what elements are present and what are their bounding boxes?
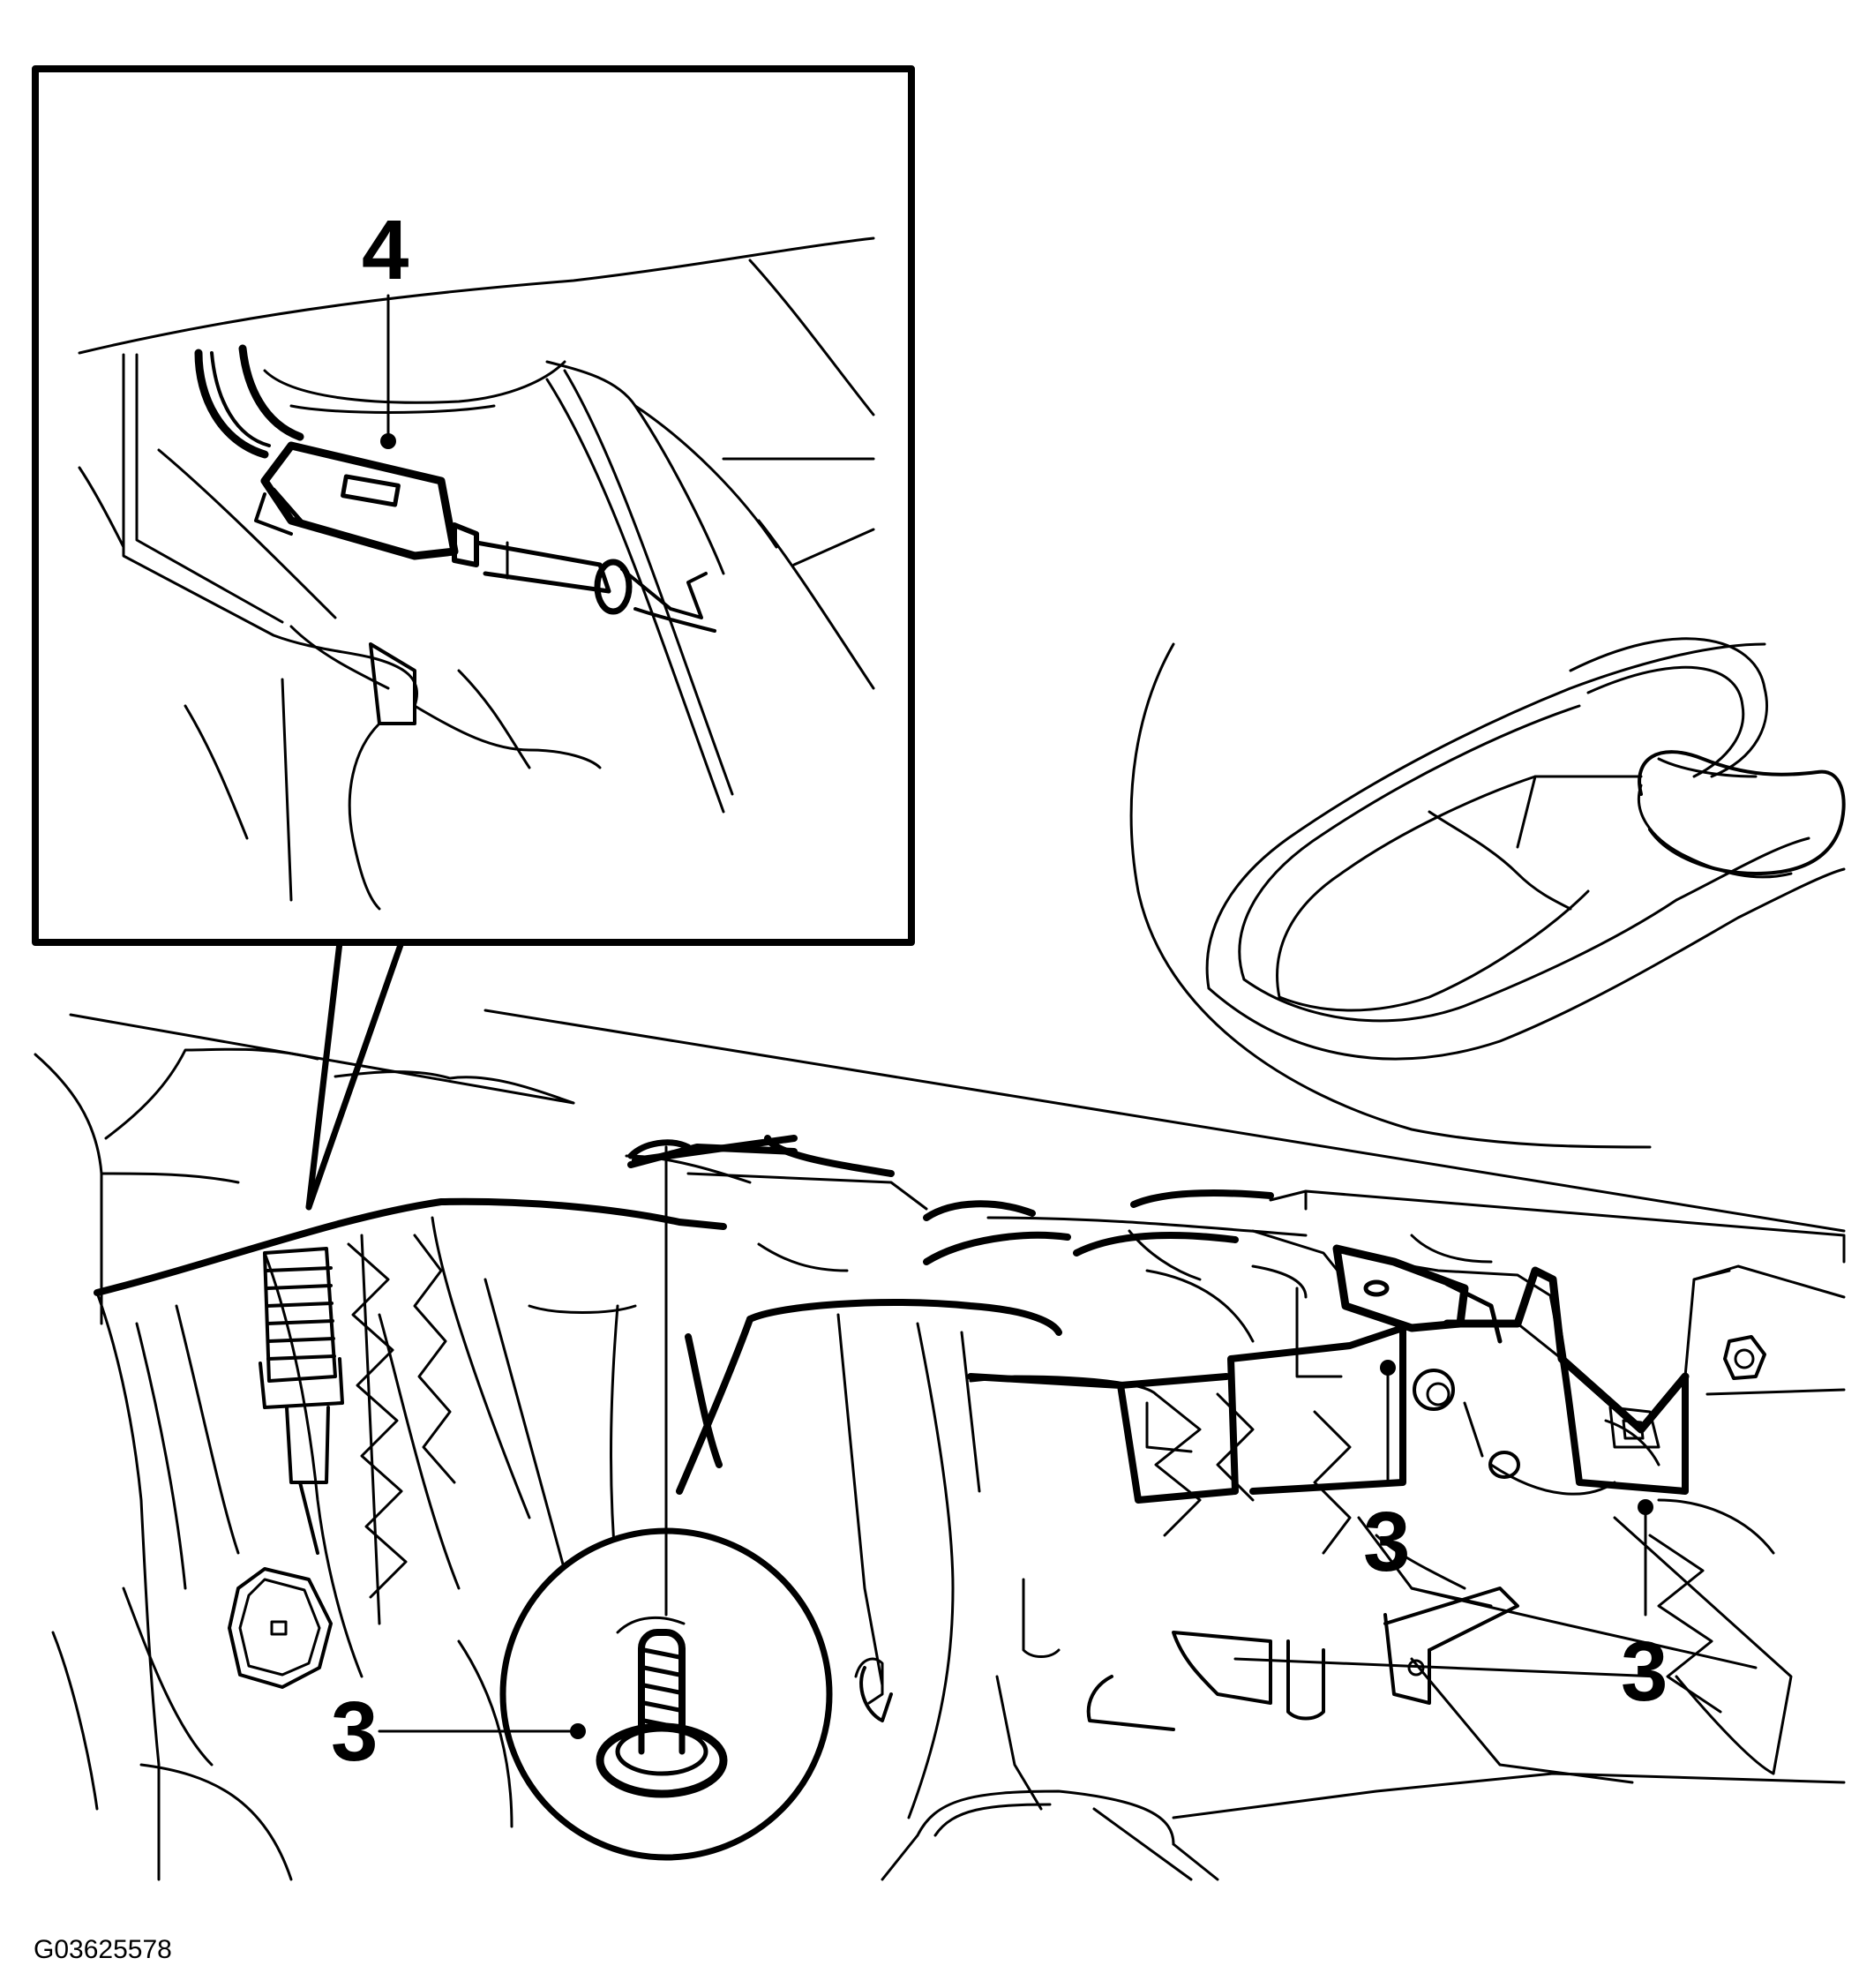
small-clip <box>854 1657 884 1705</box>
lower-clips <box>859 1587 1519 1731</box>
figure-id: G03625578 <box>34 1935 172 1964</box>
bolt-detail <box>596 1629 728 1798</box>
left-hex-bolt <box>228 1567 333 1689</box>
callout-3-left-label: 3 <box>331 1684 379 1779</box>
inset-detail-view <box>32 65 915 1211</box>
steering-wheel-trim <box>1129 637 1846 1149</box>
right-bracket <box>1443 1266 1690 1467</box>
callout-3-mid-label: 3 <box>1363 1495 1411 1589</box>
callout-leaders <box>378 1366 1647 1733</box>
boot-assembly <box>259 1247 344 1555</box>
steering-wheel-grip <box>1638 750 1846 875</box>
connector-component <box>254 441 716 633</box>
callout-3-right-label: 3 <box>1621 1624 1668 1719</box>
main-view <box>34 637 1846 1881</box>
bolt-magnifier <box>499 1527 833 1861</box>
pedal-bracket <box>94 1135 1689 1504</box>
callout-4-label: 4 <box>362 203 409 297</box>
